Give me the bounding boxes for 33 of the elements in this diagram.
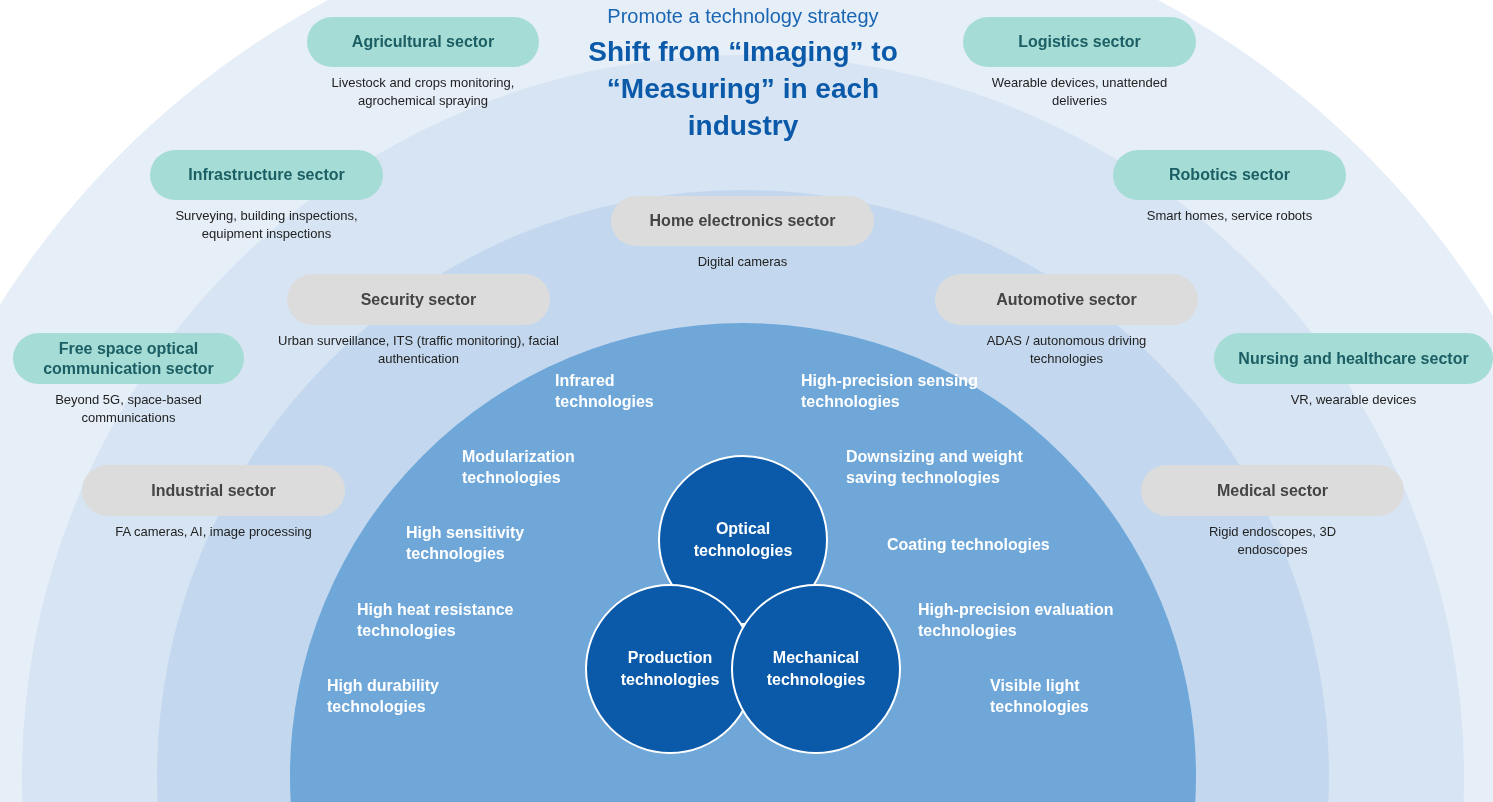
sector-description: FA cameras, AI, image processing [114, 523, 313, 541]
title: Shift from “Imaging” to “Measuring” in each industry [588, 35, 898, 143]
technology-label: Modularization technologies [462, 447, 576, 488]
sector-description: ADAS / autonomous driving technologies [985, 332, 1148, 368]
sector-description: VR, wearable devices [1289, 391, 1418, 409]
technology-label: High sensitivity technologies [406, 523, 526, 564]
technology-label: High heat resistance technologies [357, 600, 515, 641]
technology-label: High durability technologies [327, 676, 440, 717]
sector-description: Rigid endoscopes, 3D endoscopes [1207, 523, 1338, 559]
technology-label: Visible light technologies [990, 676, 1090, 717]
technology-label: Infrared technologies [555, 371, 655, 412]
sector-description: Smart homes, service robots [1145, 207, 1314, 225]
sector-pill: Security sector [287, 274, 550, 325]
sector-pill: Medical sector [1141, 465, 1404, 516]
technology-label: Coating technologies [887, 535, 1051, 555]
technology-label: Downsizing and weight saving technologies [846, 447, 1024, 488]
subtitle: Promote a technology strategy [606, 5, 880, 28]
sector-pill: Automotive sector [935, 274, 1198, 325]
sector-pill: Nursing and healthcare sector [1214, 333, 1493, 384]
sector-description: Urban surveillance, ITS (traffic monitoring), facial authentication [277, 332, 560, 368]
sector-description: Surveying, building inspections, equipment inspections [174, 207, 359, 243]
sector-description: Livestock and crops monitoring, agrochemical spraying [330, 74, 516, 110]
technology-label: High-precision evaluation technologies [918, 600, 1115, 641]
sector-pill: Free space optical communication sector [13, 333, 244, 384]
sector-pill: Industrial sector [82, 465, 345, 516]
sector-pill: Robotics sector [1113, 150, 1346, 200]
sector-pill: Home electronics sector [611, 196, 874, 246]
sector-pill: Agricultural sector [307, 17, 539, 67]
sector-description: Digital cameras [696, 253, 789, 271]
sector-pill: Logistics sector [963, 17, 1196, 67]
sector-description: Wearable devices, unattended deliveries [990, 74, 1169, 110]
sector-pill: Infrastructure sector [150, 150, 383, 200]
sector-description: Beyond 5G, space-based communications [54, 391, 203, 427]
